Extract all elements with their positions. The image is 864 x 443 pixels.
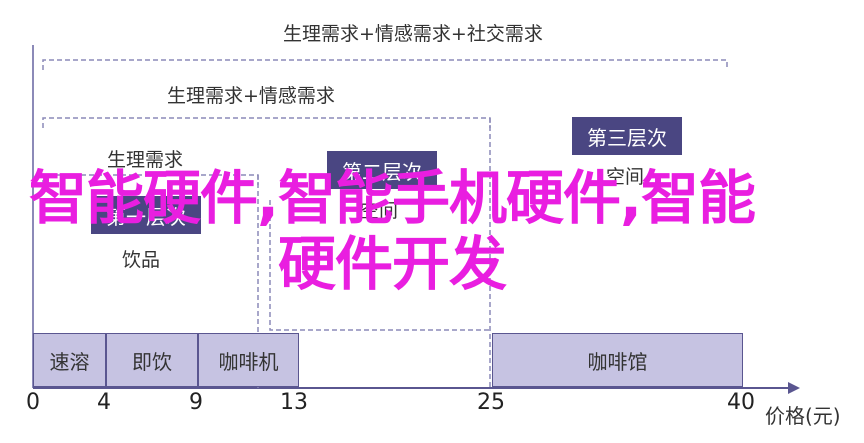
axis-label: 价格(元) bbox=[765, 404, 841, 428]
bracket-second-level bbox=[269, 200, 490, 331]
tick-13: 13 bbox=[280, 390, 308, 415]
level-tag-third: 第三层次 bbox=[572, 117, 682, 155]
segment-ready-to-drink: 即饮 bbox=[106, 333, 198, 387]
bracket-level2 bbox=[42, 117, 491, 128]
tick-9: 9 bbox=[189, 390, 203, 415]
bracket-label-level2: 生理需求+情感需求 bbox=[167, 85, 335, 107]
x-axis-arrow bbox=[788, 382, 800, 394]
tick-0: 0 bbox=[26, 390, 40, 415]
overlay-title: 智能硬件,智能手机硬件,智能硬件开发 bbox=[28, 164, 756, 298]
level-tag-second: 第二层次 bbox=[327, 151, 437, 189]
segment-instant: 速溶 bbox=[33, 333, 106, 387]
tick-25: 25 bbox=[477, 390, 505, 415]
segment-coffee-shop: 咖啡馆 bbox=[492, 333, 743, 387]
bracket-label-level3: 生理需求+情感需求+社交需求 bbox=[283, 23, 543, 45]
tick-4: 4 bbox=[97, 390, 111, 415]
bracket-label-level1: 生理需求 bbox=[107, 149, 184, 171]
level-item-second: 空间 bbox=[360, 200, 399, 222]
tick-40: 40 bbox=[727, 390, 755, 415]
bracket-level1 bbox=[42, 174, 259, 185]
level-tag-first: 第一层次 bbox=[91, 196, 201, 234]
level-item-first: 饮品 bbox=[122, 249, 161, 271]
segment-coffee-machine: 咖啡机 bbox=[198, 333, 299, 387]
level-item-third: 空间 bbox=[606, 166, 645, 188]
bracket-level3 bbox=[42, 59, 728, 70]
